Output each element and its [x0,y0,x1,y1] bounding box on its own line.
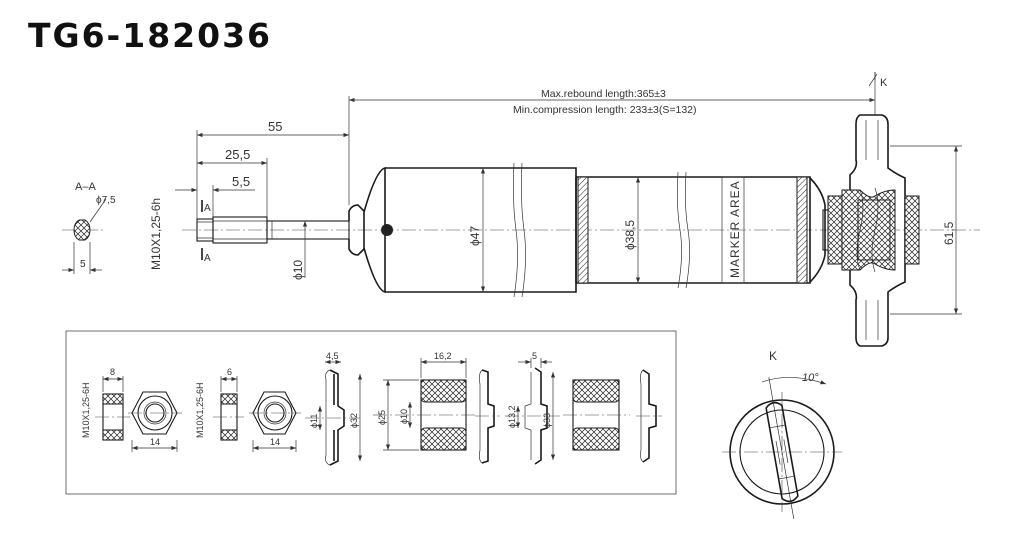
marker-area-label: MARKER AREA [728,180,742,278]
rod-diameter: ϕ10 [291,260,305,280]
washer1-outer: ϕ32 [349,413,359,428]
section-a-a: A–A ϕ7,5 5 [62,181,116,274]
dim-55: 55 [268,119,282,134]
parts-frame [65,330,677,495]
section-diameter: ϕ7,5 [96,195,116,206]
cup-washer-b [636,369,662,463]
main-dimensions: Max.rebound length:365±3 Min.compression… [149,72,962,315]
section-width: 5 [80,259,86,270]
bushing-2 [563,379,630,451]
nut-1-front: 14 [128,391,182,452]
section-mark-bottom: A [204,253,211,264]
eye-height: 61,5 [942,221,956,245]
nut1-thread: M10X1,25-6H [81,382,91,438]
bushing-1: 16,2 ϕ25 ϕ10 [373,351,478,451]
body-diameter: ϕ47 [468,226,482,246]
washer2-inner: ϕ13,2 [507,405,517,428]
bushing1-outer: ϕ25 [377,410,387,425]
view-k-label: K [769,349,777,363]
shock-absorber-main-view [182,114,980,347]
dim-5-5: 5,5 [232,174,250,189]
nut1-height: 8 [110,367,115,377]
nut-2-front: 14 [249,391,301,452]
section-mark-top: A [204,203,211,214]
view-k: K 10° [722,349,842,520]
nut2-height: 6 [227,367,232,377]
max-rebound-label: Max.rebound length:365±3 [541,88,666,100]
section-title: A–A [75,181,96,193]
nut2-thread: M10X1,25-6H [195,382,205,438]
nut-1-side: 8 M10X1,25-6H [81,367,130,441]
dim-25-5: 25,5 [225,147,250,162]
view-k-marker: K [880,77,888,89]
nut-2-side: 6 M10X1,25-6H [195,367,244,441]
min-compression-label: Min.compression length: 233±3(S=132) [513,104,697,116]
thread-label: M10X1,25-6h [149,198,163,270]
washer1-inner: ϕ11 [309,414,319,428]
washer-1: 4,5 ϕ11 ϕ32 [305,351,363,466]
bushing1-length: 16,2 [434,351,452,361]
page-title: TG6-182036 [28,16,273,55]
washer2-outer: ϕ33 [542,413,552,428]
angle-label: 10° [802,372,819,384]
cup-washer-a [475,369,500,464]
tube-diameter: ϕ38,5 [623,220,637,250]
bushing1-inner: ϕ10 [399,409,409,424]
nut2-width: 14 [270,437,280,447]
washer2-thickness: 5 [532,351,537,361]
washer1-thickness: 4,5 [326,351,339,361]
washer-2: 5 ϕ13,2 ϕ33 [505,351,560,465]
nut1-width: 14 [150,437,160,447]
